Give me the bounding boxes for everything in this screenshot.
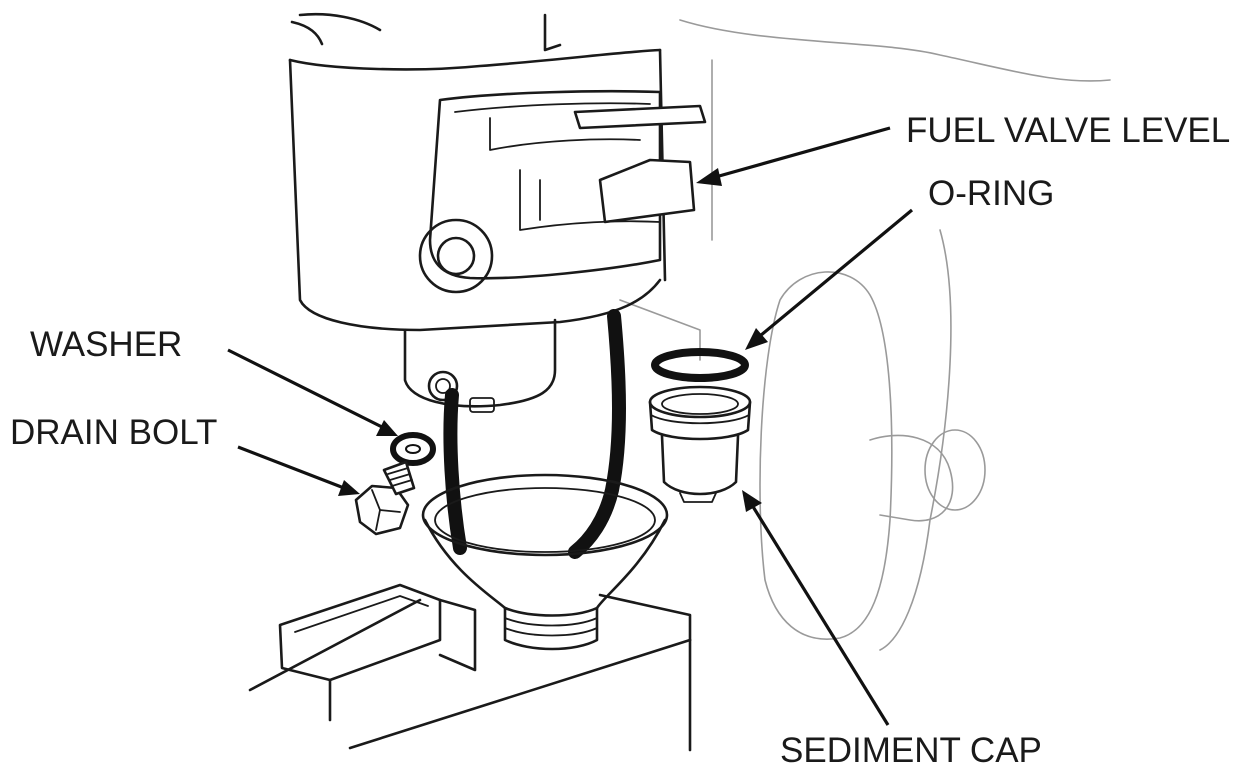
funnel bbox=[421, 473, 669, 651]
label-o-ring: O-RING bbox=[928, 174, 1054, 213]
arrowhead-o-ring bbox=[745, 328, 768, 350]
leader-washer bbox=[227, 348, 385, 430]
drain-bolt bbox=[354, 460, 416, 536]
arrowhead-drain-bolt bbox=[338, 480, 360, 496]
leader-fuel-valve bbox=[711, 126, 891, 180]
sediment-housing bbox=[403, 318, 557, 413]
washer bbox=[390, 432, 436, 466]
part-labels: FUEL VALVE LEVEL O-RING WASHER DRAIN BOL… bbox=[10, 111, 1230, 770]
fuel-valve-housing bbox=[418, 89, 707, 294]
arrowhead-sediment-cap bbox=[742, 490, 762, 512]
leader-o-ring bbox=[758, 208, 914, 338]
label-sediment-cap: SEDIMENT CAP bbox=[780, 731, 1042, 770]
arrowhead-fuel-valve bbox=[696, 168, 722, 186]
label-washer: WASHER bbox=[30, 325, 182, 364]
label-drain-bolt: DRAIN BOLT bbox=[10, 413, 217, 452]
fuel-valve-lever-shape bbox=[598, 158, 696, 224]
sediment-cap-part bbox=[648, 385, 752, 503]
leader-sediment-cap bbox=[750, 504, 890, 726]
fuel-container bbox=[248, 583, 692, 752]
leader-drain-bolt bbox=[237, 445, 345, 490]
arrowhead-washer bbox=[376, 420, 398, 436]
label-fuel-valve: FUEL VALVE LEVEL bbox=[906, 111, 1230, 150]
o-ring bbox=[651, 348, 749, 382]
fuel-tank-body bbox=[288, 12, 667, 332]
fuel-hoses bbox=[443, 309, 626, 559]
air-cleaner bbox=[759, 271, 986, 640]
leader-lines bbox=[227, 126, 914, 726]
